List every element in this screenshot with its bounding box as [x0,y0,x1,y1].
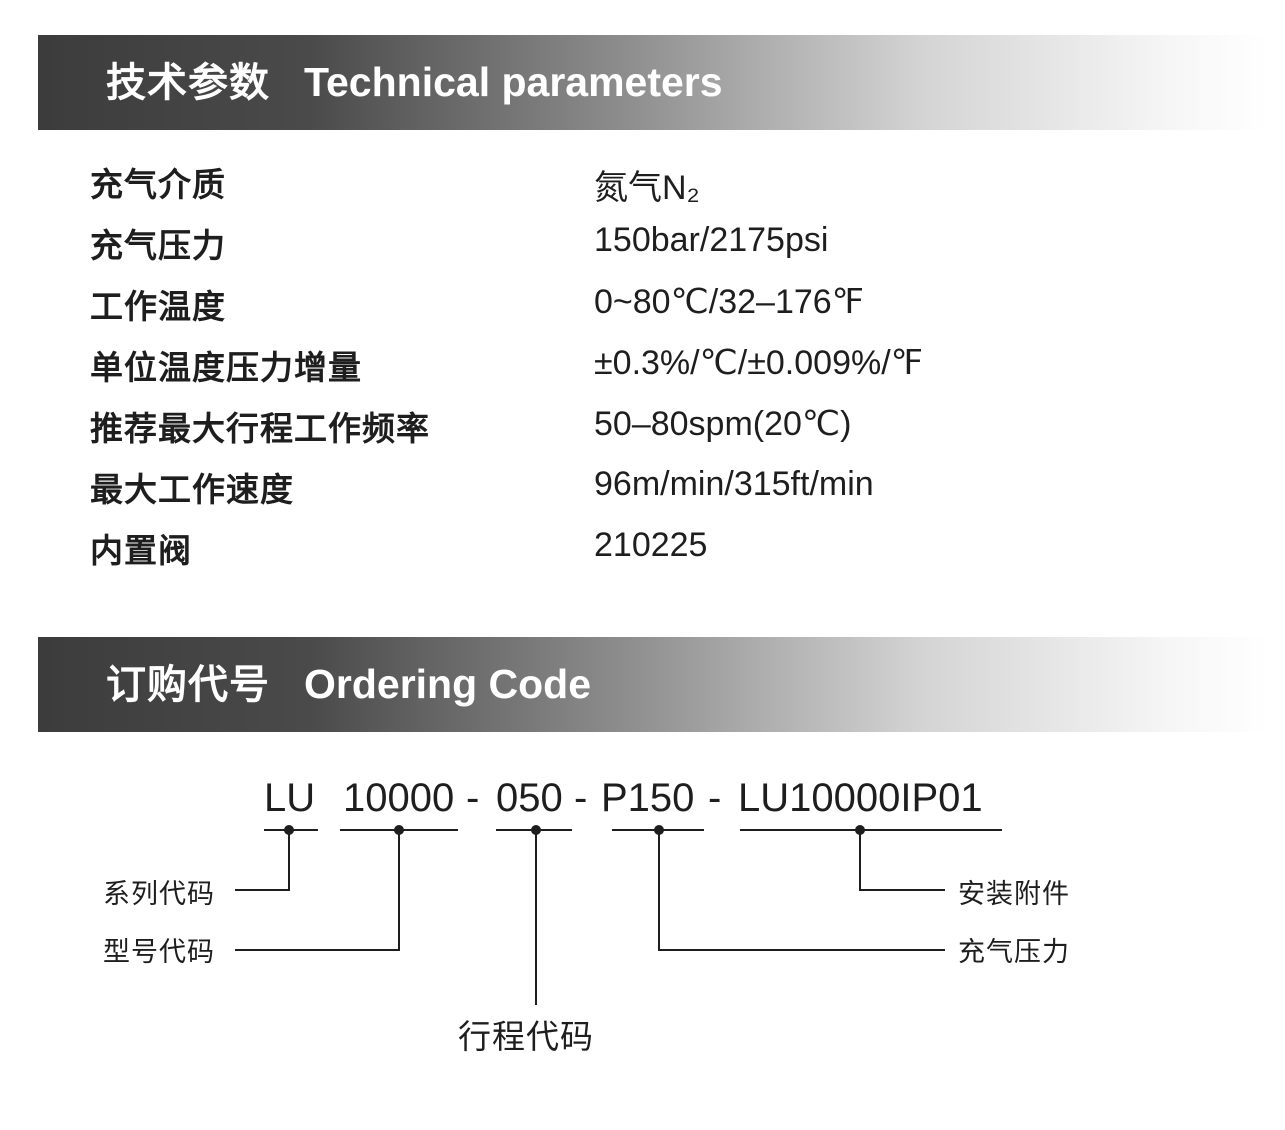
label-model: 型号代码 [103,937,215,968]
code-model: 10000 [343,776,455,820]
code-separator: - [708,776,722,820]
code-separator: - [466,776,480,820]
technical-title-zh: 技术参数 [106,60,270,106]
technical-title-en: Technical parameters [304,59,723,105]
technical-parameters-banner: 技术参数 Technical parameters [38,35,1268,130]
param-value: 0~80℃/32–176℉ [594,283,865,321]
code-accessory: LU10000IP01 [738,776,983,820]
label-stroke: 行程代码 [458,1017,594,1056]
param-label: 工作温度 [90,287,226,326]
param-value: 氮气N₂ [594,169,700,207]
param-label: 内置阀 [90,531,192,570]
ordering-code-banner: 订购代号 Ordering Code [38,637,1268,732]
param-value: 210225 [594,526,708,564]
param-value: 96m/min/315ft/min [594,465,874,503]
param-label: 充气介质 [90,165,226,204]
param-value: ±0.3%/℃/±0.009%/℉ [594,344,924,382]
label-pressure: 充气压力 [958,937,1070,968]
param-label: 充气压力 [90,226,226,265]
param-label: 最大工作速度 [90,470,294,509]
ordering-title-zh: 订购代号 [106,662,270,708]
param-label: 推荐最大行程工作频率 [90,409,430,448]
code-stroke: 050 [496,776,563,820]
ordering-title-en: Ordering Code [304,661,592,707]
param-value: 150bar/2175psi [594,221,829,259]
label-accessory: 安装附件 [958,879,1070,910]
ordering-code-diagram: LU 10000 - 050 - P150 - LU10000IP01 系列代码… [0,760,1285,1090]
ordering-code-title: 订购代号 Ordering Code [106,637,591,732]
technical-parameters-title: 技术参数 Technical parameters [106,35,723,130]
code-series: LU [264,776,316,820]
code-connector-lines [235,825,1002,1005]
param-label: 单位温度压力增量 [90,348,362,387]
label-series: 系列代码 [103,879,215,910]
code-pressure: P150 [601,776,695,820]
param-value: 50–80spm(20℃) [594,405,852,443]
code-separator: - [574,776,588,820]
